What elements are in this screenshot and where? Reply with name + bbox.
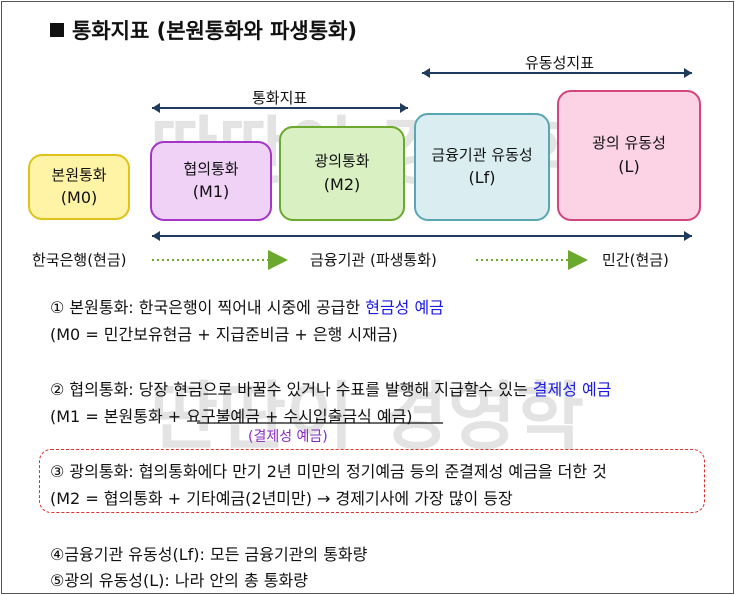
item3-highlight-box [39,449,705,513]
item3-text: ③ 광의통화: 협의통화에다 만기 2년 미만의 정기예금 등의 준결제성 예금… [50,462,607,481]
item3-formula: (M2 = 협의통화 + 기타예금(2년미만) → 경제기사에 가장 많이 등장 [50,489,513,508]
item2-formula: (M1 = 본원통화 + 요구불예금 + 수시입출금식 예금) [50,407,413,426]
flow-middle-label: 금융기관 (파생통화) [310,251,437,269]
item4-text: ④금융기관 유동성(Lf): 모든 금융기관의 통화량 [50,545,368,564]
page-title-text: 통화지표 (본원통화와 파생통화) [72,19,357,43]
flow-left-label: 한국은행(현금) [32,251,127,269]
page-title: 통화지표 (본원통화와 파생통화) [50,15,357,45]
box-m1-symbol: (M1) [192,182,230,202]
item2-line: ② 협의통화: 당장 현금으로 바꿀수 있거나 수표를 발행해 지급할수 있는 … [50,376,611,400]
box-l: 광의 유동성 (L) [557,90,701,221]
item2-prefix: ② 협의통화: 당장 현금으로 바꿀수 있거나 수표를 발행해 지급할수 있는 [50,380,533,399]
liquidity-indicator-label: 유동성지표 [525,54,595,72]
item1-highlight: 현금성 예금 [365,298,444,317]
item1-prefix: ① 본원통화: 한국은행이 찍어내 시중에 공급한 [50,298,366,317]
box-m0-title: 본원통화 [51,165,107,184]
item2-note: (결제성 예금) [248,429,328,445]
item1-line: ① 본원통화: 한국은행이 찍어내 시중에 공급한 현금성 예금 [50,294,444,318]
box-m2: 광의통화 (M2) [279,126,405,221]
box-m1-title: 협의통화 [183,159,239,178]
scope-line [152,231,692,241]
currency-bracket [152,103,408,113]
item1-formula: (M0 = 민간보유현금 + 지급준비금 + 은행 시재금) [50,325,398,344]
item2-highlight: 결제성 예금 [532,380,612,399]
square-bullet-icon [50,23,64,37]
box-lf: 금융기관 유동성 (Lf) [414,113,550,221]
box-m2-symbol: (M2) [323,174,361,194]
liquidity-bracket [422,68,692,78]
box-lf-symbol: (Lf) [468,168,496,188]
box-m0: 본원통화 (M0) [28,154,130,220]
box-m2-title: 광의통화 [314,152,370,171]
box-l-title: 광의 유동성 [592,134,666,153]
item5-text: ⑤광의 유동성(L): 나라 안의 총 통화량 [50,571,308,590]
currency-indicator-label: 통화지표 [252,89,308,107]
box-l-symbol: (L) [618,156,640,176]
box-m0-symbol: (M0) [60,188,98,208]
flow-right-label: 민간(현금) [602,251,669,269]
box-m1: 협의통화 (M1) [150,141,272,221]
box-lf-title: 금융기관 유동성 [431,145,533,164]
